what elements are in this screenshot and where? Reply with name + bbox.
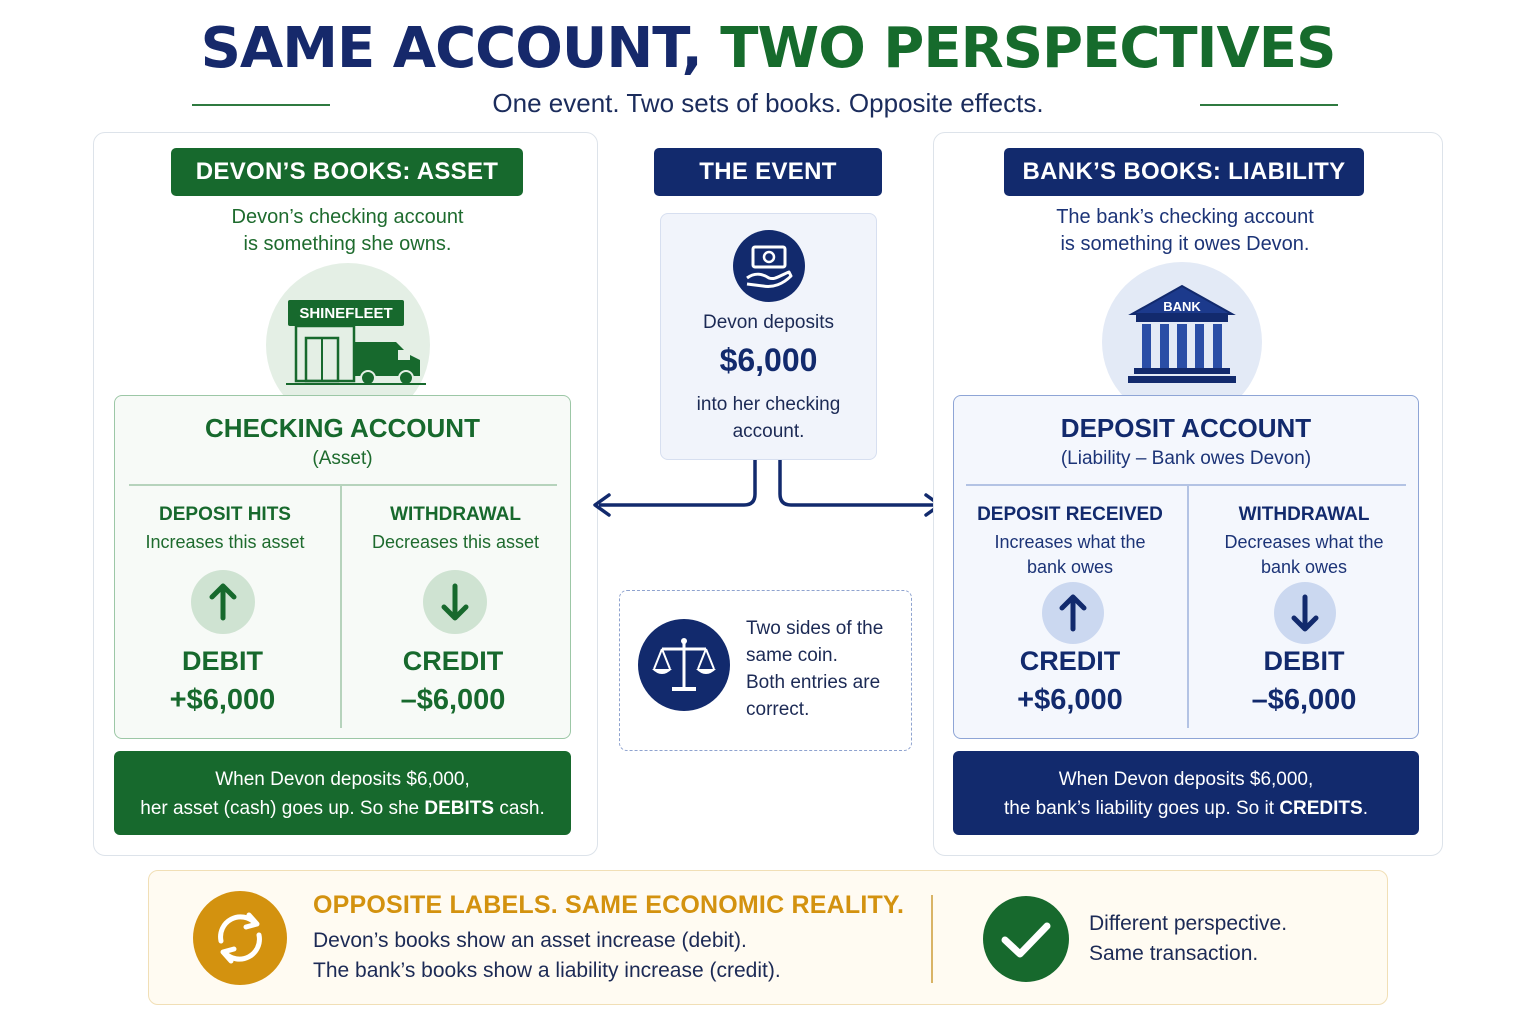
debit-entry-label: DEBIT xyxy=(1263,646,1345,676)
deposit-account-box: DEPOSIT ACCOUNT (Liability – Bank owes D… xyxy=(953,395,1419,739)
split-arrows-connector xyxy=(593,460,942,517)
column-description: Decreases what the xyxy=(1224,532,1384,552)
event-line2: into her checking xyxy=(696,394,841,415)
banner-line1: When Devon deposits $6,000, xyxy=(215,769,470,790)
checking-account-title: CHECKING ACCOUNT xyxy=(205,413,480,443)
cash-in-hand-icon xyxy=(733,230,805,302)
bottom-heading: OPPOSITE LABELS. SAME ECONOMIC REALITY. xyxy=(313,891,905,919)
two-sides-note: Two sides of the same coin. Both entries… xyxy=(619,590,912,751)
bottom-line2: The bank’s books show a liability increa… xyxy=(313,959,781,982)
column-description: bank owes xyxy=(1260,557,1348,577)
debit-entry-label: DEBIT xyxy=(182,646,263,676)
bank-description-line1: The bank’s checking account xyxy=(1056,206,1314,228)
bank-summary-banner: When Devon deposits $6,000, the bank’s l… xyxy=(953,751,1419,835)
arrow-up-icon xyxy=(1042,582,1104,644)
bank-sign-text: BANK xyxy=(1163,299,1201,314)
deposit-account-subtitle: (Liability – Bank owes Devon) xyxy=(1060,448,1312,469)
devon-books-header: DEVON’S BOOKS: ASSET xyxy=(171,148,523,196)
checkmark-icon xyxy=(983,896,1069,982)
divider xyxy=(1187,484,1189,728)
withdrawal-column: WITHDRAWAL Decreases this asset xyxy=(343,504,568,555)
arrow-down-icon xyxy=(423,570,487,634)
bank-books-header: BANK’S BOOKS: LIABILITY xyxy=(1004,148,1364,196)
withdrawal-column: WITHDRAWAL Decreases what the bank owes xyxy=(1190,504,1418,580)
devon-books-description: Devon’s checking account is something sh… xyxy=(120,204,575,258)
column-heading: DEPOSIT HITS xyxy=(159,504,291,525)
debit-amount: –$6,000 xyxy=(1251,684,1357,716)
decorative-line-left xyxy=(192,104,330,106)
deposit-hits-column: DEPOSIT HITS Increases this asset xyxy=(115,504,335,555)
arrow-up-icon xyxy=(191,570,255,634)
page-title: SAME ACCOUNT, TWO PERSPECTIVES xyxy=(0,14,1536,84)
banner-line2: the bank’s liability goes up. So it CRED… xyxy=(1003,798,1368,819)
event-line3: account. xyxy=(732,421,805,442)
title-part2: TWO PERSPECTIVES xyxy=(720,16,1336,81)
credit-entry-label: CREDIT xyxy=(1019,646,1121,676)
bank-description-line2: is something it owes Devon. xyxy=(1060,233,1310,255)
storefront-delivery-van-icon: SHINEFLEET xyxy=(286,300,426,386)
column-description: bank owes xyxy=(1026,557,1114,577)
credit-entry-label: CREDIT xyxy=(402,646,504,676)
divider xyxy=(966,484,1406,486)
bottom-line1: Devon’s books show an asset increase (de… xyxy=(313,929,747,952)
bottom-summary-box: OPPOSITE LABELS. SAME ECONOMIC REALITY. … xyxy=(148,870,1388,1005)
credit-amount: +$6,000 xyxy=(1017,684,1123,716)
divider xyxy=(340,484,342,728)
arrow-down-icon xyxy=(1274,582,1336,644)
note-text: Two sides of the same coin. Both entries… xyxy=(746,618,884,720)
bank-books-description: The bank’s checking account is something… xyxy=(955,204,1415,258)
event-header: THE EVENT xyxy=(654,148,882,196)
banner-line2: her asset (cash) goes up. So she DEBITS … xyxy=(140,798,545,819)
event-box: Devon deposits $6,000 into her checking … xyxy=(660,213,877,460)
devon-description-line1: Devon’s checking account xyxy=(231,206,464,228)
shinefleet-sign-text: SHINEFLEET xyxy=(299,305,392,322)
checking-account-subtitle: (Asset) xyxy=(312,448,373,469)
title-part1: SAME ACCOUNT, xyxy=(200,16,703,81)
checking-account-box: CHECKING ACCOUNT (Asset) DEPOSIT HITS In… xyxy=(114,395,571,739)
column-heading: WITHDRAWAL xyxy=(390,504,521,525)
event-amount: $6,000 xyxy=(719,342,818,378)
divider xyxy=(931,895,933,983)
divider xyxy=(129,484,557,486)
bottom-right-text: Different perspective. Same transaction. xyxy=(1089,912,1288,965)
column-description: Decreases this asset xyxy=(371,532,540,552)
column-description: Increases what the xyxy=(994,532,1146,552)
devon-description-line2: is something she owns. xyxy=(243,233,452,255)
banner-line1: When Devon deposits $6,000, xyxy=(1058,769,1314,790)
deposit-account-title: DEPOSIT ACCOUNT xyxy=(1060,413,1312,443)
credit-amount: –$6,000 xyxy=(400,684,506,716)
column-heading: WITHDRAWAL xyxy=(1238,504,1370,525)
bank-building-icon: BANK xyxy=(1128,284,1236,383)
deposit-received-column: DEPOSIT RECEIVED Increases what the bank… xyxy=(954,504,1186,580)
column-description: Increases this asset xyxy=(145,532,305,552)
column-heading: DEPOSIT RECEIVED xyxy=(977,504,1163,525)
balance-scale-icon xyxy=(638,619,730,711)
page-subtitle: One event. Two sets of books. Opposite e… xyxy=(492,88,1044,118)
event-line1: Devon deposits xyxy=(703,312,834,333)
refresh-cycle-icon xyxy=(193,891,287,985)
debit-amount: +$6,000 xyxy=(169,684,276,716)
decorative-line-right xyxy=(1200,104,1338,106)
devon-summary-banner: When Devon deposits $6,000, her asset (c… xyxy=(114,751,571,835)
